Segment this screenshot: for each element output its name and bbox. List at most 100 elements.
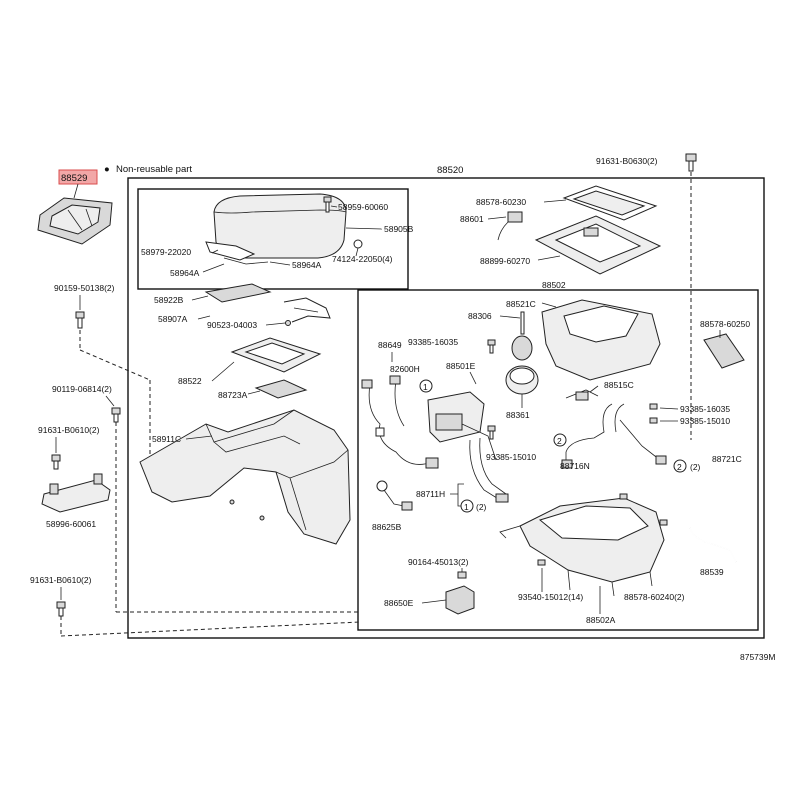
label-88515c: 88515C (604, 380, 634, 390)
box-88502a[interactable] (499, 497, 665, 597)
label-93385-16035-b: 93385-16035 (680, 404, 730, 414)
clip-74124[interactable] (353, 239, 363, 249)
label-93385-16035-a: 93385-16035 (408, 337, 458, 347)
label-90159: 90159-50138(2) (54, 283, 115, 293)
label-74124: 74124-22050(4) (332, 254, 393, 264)
label-58911c: 58911C (152, 434, 181, 444)
label-58905b: 58905B (384, 224, 414, 234)
label-91631-b0630: 91631-B0630(2) (596, 156, 658, 166)
cover-88899[interactable] (534, 215, 662, 275)
clip-90164[interactable] (457, 571, 467, 579)
label-88529[interactable]: 88529 (61, 173, 87, 184)
label-88723a: 88723A (218, 390, 248, 400)
callout-2-mid (553, 433, 567, 447)
bin-88521c[interactable] (541, 299, 661, 381)
screw-93385-15010-a[interactable] (487, 425, 496, 440)
bolt-91631-b0630[interactable] (685, 153, 697, 172)
label-58964a-left: 58964A (170, 268, 200, 278)
label-88721c: 88721C (712, 454, 742, 464)
figure-code: 875739M (740, 652, 775, 662)
label-88361: 88361 (506, 410, 530, 420)
screw-93385-15010-b[interactable] (649, 417, 658, 424)
label-58996: 58996-60061 (46, 519, 96, 529)
bolt-91631-b0610-lower[interactable] (56, 601, 66, 617)
screw-box-right[interactable] (659, 519, 668, 526)
sensor-88601[interactable] (497, 211, 523, 241)
frame-88578-60230[interactable] (562, 185, 658, 221)
label-88601: 88601 (460, 214, 484, 224)
label-88711h: 88711H (416, 489, 445, 499)
harness-88649[interactable] (361, 375, 439, 469)
bolt-90119[interactable] (111, 407, 121, 423)
label-93385-15010-b: 93385-15010 (680, 416, 730, 426)
bezel-88522[interactable] (230, 337, 322, 373)
label-88306: 88306 (468, 311, 492, 321)
label-88649: 88649 (378, 340, 402, 350)
duct-88716n[interactable] (561, 403, 667, 469)
box-subassembly-frame (357, 289, 759, 631)
label-58979: 58979-22020 (141, 247, 191, 257)
label-88521c: 88521C (506, 299, 536, 309)
label-91631-b0610-lower: 91631-B0610(2) (30, 575, 92, 585)
label-58964a-right: 58964A (292, 260, 322, 270)
gear-88361[interactable] (505, 365, 539, 395)
label-88716n: 88716N (560, 461, 590, 471)
callout-2-right-text: 2 (677, 462, 682, 472)
assembly-88520-frame (127, 177, 765, 639)
sensor-88625b[interactable] (376, 480, 413, 511)
label-88502: 88502 (542, 280, 566, 290)
label-88578-60230: 88578-60230 (476, 197, 526, 207)
pad-88578-60250[interactable] (703, 333, 745, 369)
mat-88723a[interactable] (254, 379, 308, 399)
label-58959: 58959-60060 (338, 202, 388, 212)
label-93540: 93540-15012(14) (518, 592, 583, 602)
bracket-58996[interactable] (41, 473, 111, 513)
screw-93385-16035-b[interactable] (649, 403, 658, 410)
strap-88711h[interactable] (469, 437, 509, 503)
label-88502a: 88502A (586, 615, 616, 625)
label-88578-60250: 88578-60250 (700, 319, 750, 329)
label-82600h: 82600H (390, 364, 420, 374)
label-88501e: 88501E (446, 361, 476, 371)
bolt-90159[interactable] (75, 311, 85, 329)
hinge-58979[interactable] (205, 241, 269, 265)
label-88625b: 88625B (372, 522, 402, 532)
label-90119: 90119-06814(2) (52, 384, 112, 394)
callout-1-upper (419, 379, 433, 393)
label-91631-b0610-upper: 91631-B0610(2) (38, 425, 100, 435)
sensor-88515c[interactable] (565, 389, 599, 401)
callout-2-right (673, 459, 687, 473)
bolt-91631-b0610-upper[interactable] (51, 454, 61, 470)
label-58907a: 58907A (158, 314, 188, 324)
screw-box-top[interactable] (619, 493, 628, 500)
label-88539: 88539 (700, 567, 724, 577)
label-90164: 90164-45013(2) (408, 557, 469, 567)
motor-88306[interactable] (511, 311, 533, 361)
armrest-subassembly-frame (137, 188, 409, 290)
label-88899: 88899-60270 (480, 256, 530, 266)
label-88650e: 88650E (384, 598, 414, 608)
label-88522: 88522 (178, 376, 202, 386)
callout-1-lower-text: 1 (464, 502, 469, 512)
panel-58922b[interactable] (204, 283, 272, 303)
bracket-58907a[interactable] (283, 297, 331, 326)
hose-88539[interactable] (689, 527, 737, 563)
legend-marker: ● (104, 164, 110, 175)
label-93385-15010-a: 93385-15010 (486, 452, 536, 462)
callout-1-lower (460, 499, 474, 513)
callout-2-mid-text: 2 (557, 436, 562, 446)
screw-58959[interactable] (323, 196, 332, 213)
label-88578-60240: 88578-60240(2) (624, 592, 685, 602)
ecu-88501e[interactable] (427, 391, 497, 461)
part-88529-tray[interactable] (37, 197, 113, 245)
console-body-58911c[interactable] (139, 409, 351, 545)
module-88650e[interactable] (445, 585, 475, 615)
qty-2-lower: (2) (476, 502, 487, 512)
callout-1-upper-text: 1 (423, 382, 428, 392)
label-88520: 88520 (437, 165, 463, 176)
screw-93385-16035-a[interactable] (487, 339, 496, 354)
screw-93540[interactable] (537, 559, 546, 566)
label-90523: 90523-04003 (207, 320, 257, 330)
label-58922b: 58922B (154, 295, 184, 305)
